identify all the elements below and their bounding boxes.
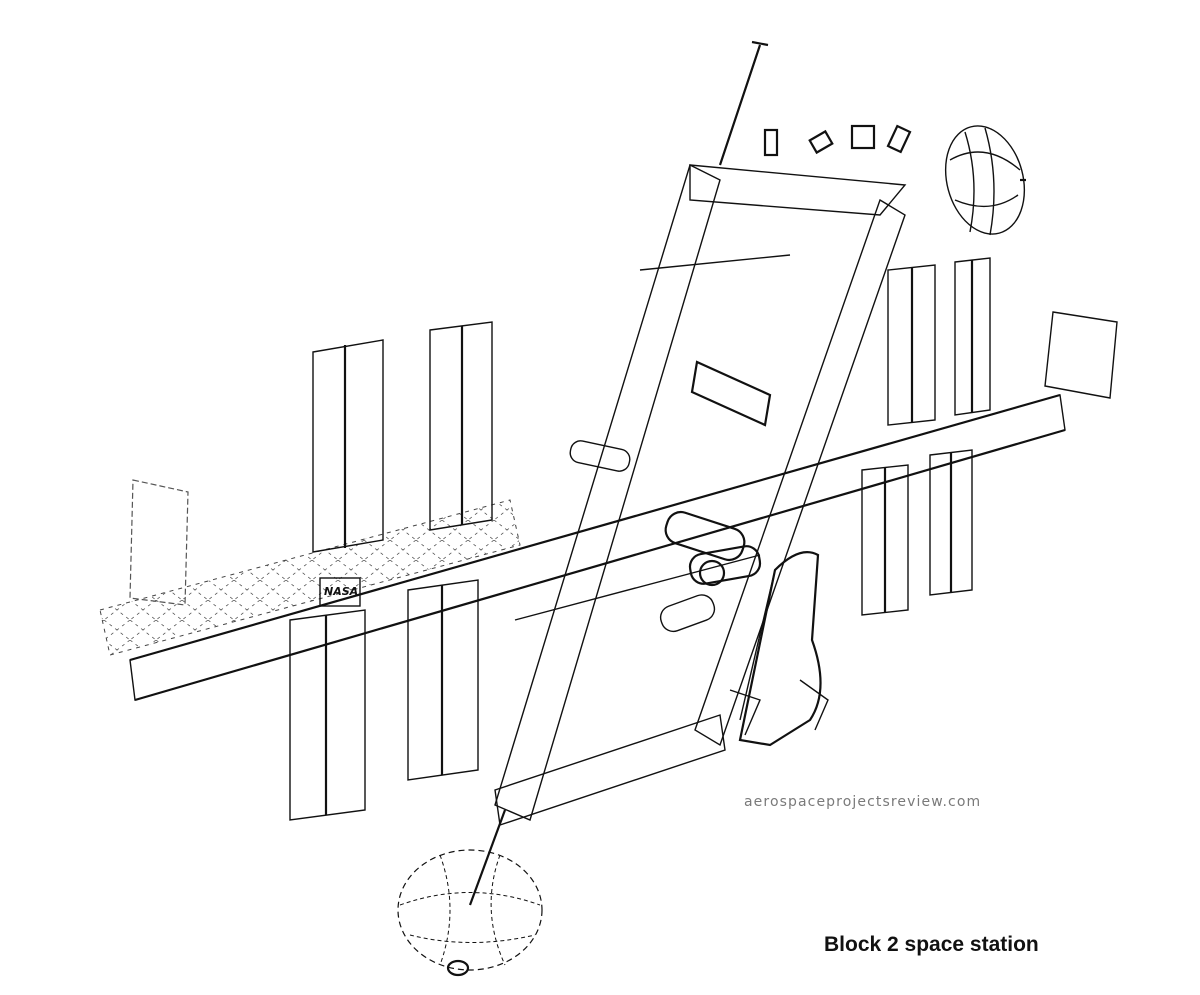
top-instruments <box>763 124 912 157</box>
solar-array-left-lower-2 <box>407 579 479 781</box>
solar-array-right-lower-1 <box>861 464 909 616</box>
radiator-panel-right <box>1044 311 1118 399</box>
nasa-logo-label: NASA <box>324 585 359 598</box>
solar-array-left-lower-1 <box>289 609 366 821</box>
dual-keel-frame <box>494 164 907 826</box>
radiator-panel-center <box>690 360 772 427</box>
solar-array-right-upper-2 <box>954 257 991 416</box>
solar-array-left-upper-2 <box>429 321 493 531</box>
nasa-logo-panel <box>319 577 361 607</box>
radiator-panel-left <box>129 479 189 606</box>
dish-antenna-upper <box>944 125 1026 236</box>
diagram-caption: Block 2 space station <box>824 933 1039 956</box>
solar-array-right-lower-2 <box>929 449 973 596</box>
habitation-modules <box>569 440 762 633</box>
top-antenna-mast <box>718 40 769 166</box>
dish-antenna-lower <box>397 809 543 977</box>
solar-array-right-upper-1 <box>887 264 936 426</box>
watermark-text: aerospaceprojectsreview.com <box>744 794 982 810</box>
solar-array-left-upper-1 <box>312 339 384 553</box>
space-shuttle-orbiter <box>729 551 829 747</box>
